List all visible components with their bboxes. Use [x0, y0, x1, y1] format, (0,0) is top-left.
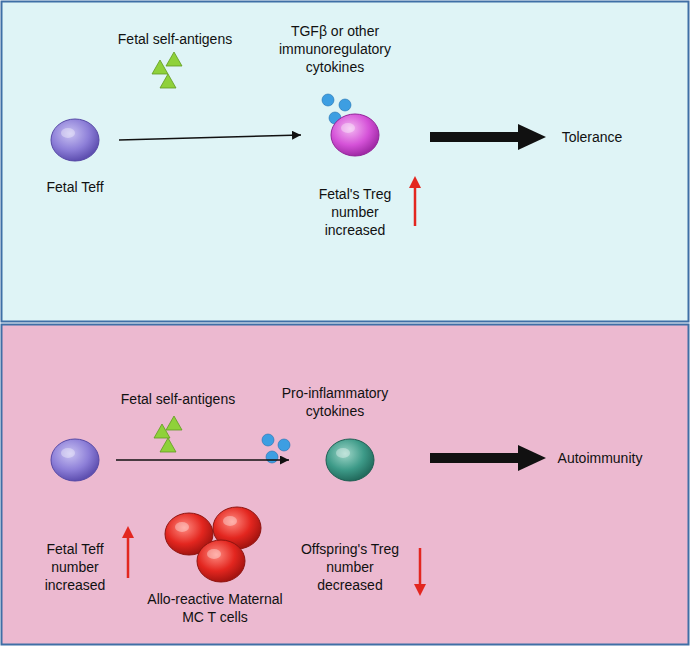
- cell-highlight: [207, 549, 221, 559]
- cell-body: [51, 119, 99, 161]
- annotation-label: Pro-inflammatory cytokines: [272, 384, 398, 420]
- increase-arrow: [122, 526, 134, 578]
- outcome-arrow: [430, 445, 546, 471]
- cell-body: [51, 439, 99, 481]
- cell-highlight: [61, 128, 75, 138]
- cell-node: Fetal's Treg number increased: [305, 111, 405, 240]
- cell-illustration: [328, 111, 382, 159]
- cell-node: Offspring's Treg number decreased: [293, 436, 407, 595]
- cell-highlight: [61, 448, 75, 458]
- cell-highlight: [223, 516, 237, 526]
- antigen-triangles: [152, 52, 182, 88]
- cell-body: [197, 540, 245, 582]
- annotation-label: Tolerance: [537, 128, 647, 146]
- increase-arrow: [409, 176, 421, 226]
- cytokine-dots: [262, 434, 290, 463]
- cell-node: Fetal Teff: [35, 116, 115, 196]
- cell-label: Fetal Teff number increased: [38, 540, 112, 595]
- cell-illustration: [323, 436, 377, 484]
- cell-body: [331, 114, 379, 156]
- cell-label: Offspring's Treg number decreased: [293, 540, 407, 595]
- cell-label: Fetal's Treg number increased: [305, 185, 405, 240]
- cell-node: Allo-reactive Maternal MC T cells: [135, 504, 295, 626]
- cell-highlight: [175, 522, 189, 532]
- decrease-arrow: [414, 548, 426, 596]
- cell-label: Allo-reactive Maternal MC T cells: [135, 590, 295, 626]
- process-arrow: [119, 135, 301, 140]
- annotation-label: Autoimmunity: [540, 449, 660, 467]
- cell-illustration: [159, 504, 271, 584]
- cell-node: Fetal Teff number increased: [38, 436, 112, 595]
- annotation-label: Fetal self-antigens: [95, 30, 255, 48]
- cell-illustration: [48, 116, 102, 164]
- annotation-label: Fetal self-antigens: [98, 390, 258, 408]
- annotation-label: TGFβ or other immunoregulatory cytokines: [270, 22, 400, 77]
- antigen-triangles: [154, 416, 182, 452]
- process-arrow: [116, 459, 289, 461]
- cell-highlight: [336, 448, 350, 458]
- cell-highlight: [341, 123, 355, 133]
- outcome-arrow: [430, 124, 546, 150]
- cell-illustration: [48, 436, 102, 484]
- cell-body: [326, 439, 374, 481]
- cell-label: Fetal Teff: [35, 178, 115, 196]
- top-panel: [2, 2, 689, 322]
- bottom-panel: [2, 325, 689, 645]
